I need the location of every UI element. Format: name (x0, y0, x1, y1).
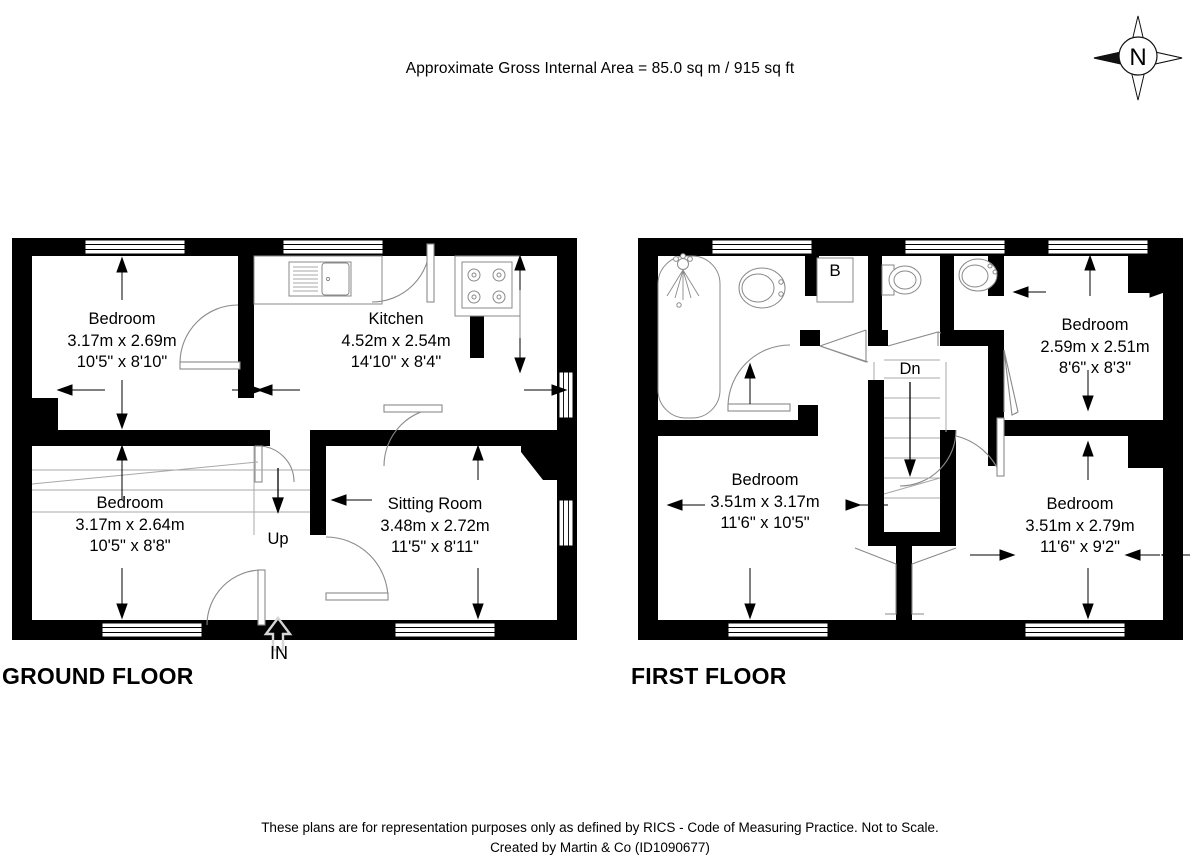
room-label-ff-bedroom-1: Bedroom 2.59m x 2.51m 8'6" x 8'3" (1000, 315, 1190, 380)
entrance-arrow-icon (263, 616, 293, 652)
ground-floor-stairs (31, 446, 310, 535)
ground-floor-title: GROUND FLOOR (2, 663, 194, 689)
room-imperial: 10'5" x 8'10" (76, 353, 168, 371)
room-name: Bedroom (1061, 316, 1129, 334)
room-imperial: 10'5" x 8'8" (89, 537, 171, 555)
basin-fixture (738, 267, 786, 309)
room-label-gf-bedroom-1: Bedroom 3.17m x 2.69m 10'5" x 8'10" (32, 309, 212, 374)
room-name: Sitting Room (387, 495, 483, 513)
room-metric: 2.59m x 2.51m (1040, 337, 1150, 356)
room-label-ff-bedroom-3: Bedroom 3.51m x 2.79m 11'6" x 9'2" (985, 494, 1175, 559)
first-floor-dimension-arrows (666, 254, 1190, 620)
stairs-down-arrow (904, 382, 916, 478)
room-imperial: 8'6" x 8'3" (1058, 359, 1132, 377)
stairs-up-label: Up (267, 530, 289, 548)
room-imperial: 14'10" x 8'4" (350, 353, 442, 371)
ground-floor-plan (12, 238, 577, 640)
room-label-gf-sitting-room: Sitting Room 3.48m x 2.72m 11'5" x 8'11" (345, 494, 525, 559)
cupboard-fixture (816, 257, 854, 303)
ground-floor-doors (179, 243, 443, 626)
footer-line-2: Created by Martin & Co (ID1090677) (490, 840, 710, 855)
room-imperial: 11'6" x 9'2" (1039, 538, 1121, 556)
stairs-down-label: Dn (899, 360, 921, 378)
gross-internal-area-text: Approximate Gross Internal Area = 85.0 s… (405, 60, 795, 77)
wc-fixture (881, 264, 922, 296)
bath-fixture (657, 253, 721, 419)
room-metric: 3.48m x 2.72m (380, 516, 490, 535)
room-metric: 3.51m x 3.17m (710, 492, 820, 511)
ground-floor-windows (84, 239, 574, 638)
first-floor-stairs (873, 359, 947, 499)
under-stairs-doors (854, 547, 957, 615)
room-metric: 3.51m x 2.79m (1025, 516, 1135, 535)
room-name: Bedroom (96, 494, 164, 512)
room-metric: 4.52m x 2.54m (341, 331, 451, 350)
first-floor-title: FIRST FLOOR (631, 663, 787, 689)
room-metric: 3.17m x 2.69m (67, 331, 177, 350)
cloak-basin-fixture (958, 258, 998, 292)
footer-line-1: These plans are for representation purpo… (261, 820, 939, 835)
footer-disclaimer: These plans are for representation purpo… (0, 818, 1200, 858)
entrance-label: IN (270, 643, 288, 663)
first-floor-doors (727, 329, 1019, 487)
room-name: Bedroom (88, 310, 156, 328)
room-metric: 3.17m x 2.64m (75, 515, 185, 534)
room-name: Kitchen (368, 310, 424, 328)
room-imperial: 11'6" x 10'5" (720, 514, 810, 532)
shower-head-icon (666, 253, 700, 300)
compass-north-icon: N (1090, 12, 1186, 104)
compass-north-label: N (1129, 44, 1146, 71)
kitchen-worktop (253, 255, 383, 305)
stairs-up-arrow (272, 468, 284, 514)
room-name: Bedroom (731, 471, 799, 489)
first-floor-plan (638, 238, 1190, 640)
room-label-gf-kitchen: Kitchen 4.52m x 2.54m 14'10" x 8'4" (303, 309, 489, 374)
ground-floor-dimension-arrows (56, 254, 568, 620)
room-imperial: 11'5" x 8'11" (390, 538, 480, 556)
room-name: Bedroom (1046, 495, 1114, 513)
room-label-ff-bedroom-2: Bedroom 3.51m x 3.17m 11'6" x 10'5" (670, 470, 860, 535)
cupboard-label: B (829, 261, 841, 280)
room-label-gf-bedroom-2: Bedroom 3.17m x 2.64m 10'5" x 8'8" (40, 493, 220, 558)
